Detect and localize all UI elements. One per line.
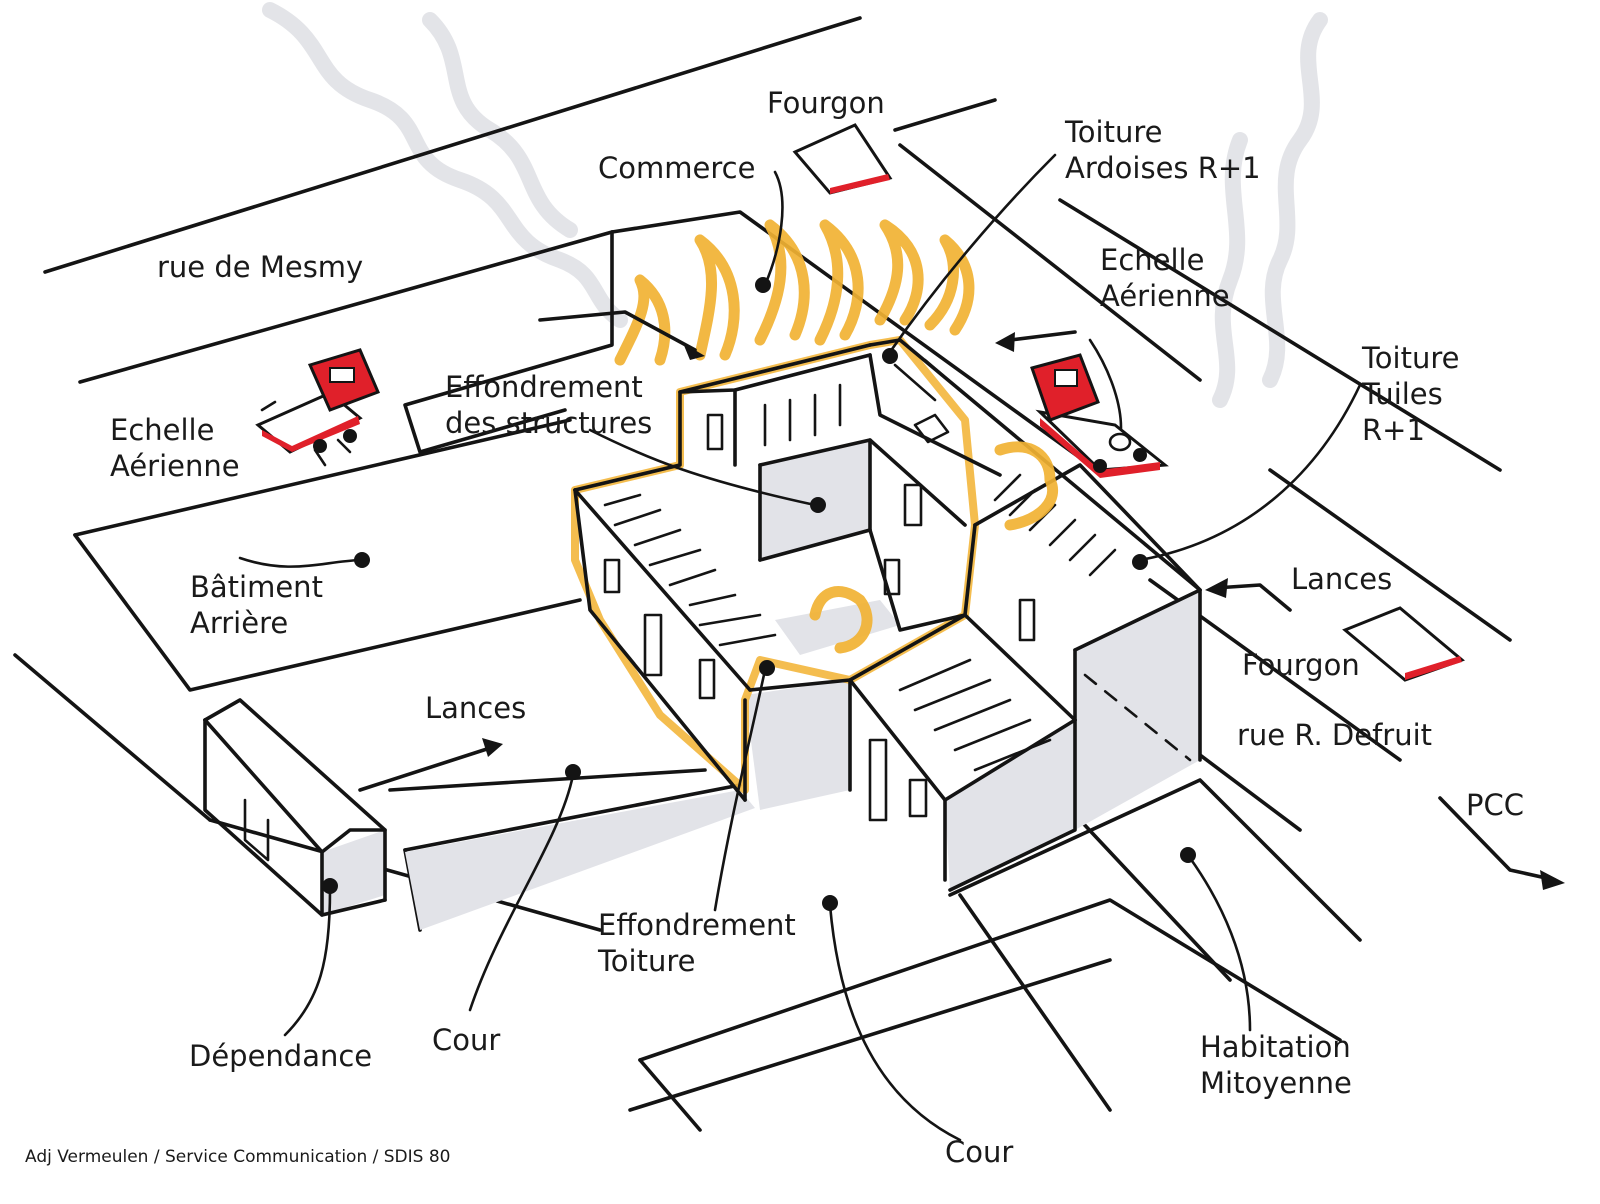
fire-truck-icon <box>255 348 380 467</box>
arrow-icon <box>1213 583 1292 612</box>
arrow-icon <box>538 310 697 352</box>
label-rue-mesmy: rue de Mesmy <box>157 250 363 284</box>
van-icon <box>1342 606 1465 682</box>
label-pcc: PCC <box>1466 788 1524 822</box>
label-echelle-left-1: Echelle <box>110 413 214 447</box>
fourgon-top-van <box>792 123 893 195</box>
dependance-shed <box>203 698 387 917</box>
label-cour-bottom: Cour <box>945 1135 1013 1169</box>
label-lances-right: Lances <box>1291 562 1392 596</box>
label-dependance: Dépendance <box>189 1039 372 1073</box>
label-toiture-tuiles-3: R+1 <box>1362 413 1425 447</box>
van-icon <box>792 123 893 195</box>
label-habitation-1: Habitation <box>1200 1030 1351 1064</box>
label-batiment-arriere-2: Arrière <box>190 606 288 640</box>
arrow-icon <box>1438 796 1557 882</box>
main-building <box>571 336 1202 892</box>
label-lances-left: Lances <box>425 691 526 725</box>
label-toiture-ardoises-1: Toiture <box>1064 115 1162 149</box>
street-outlines <box>13 16 1512 1132</box>
label-effondrement-structures-2: des structures <box>445 406 652 440</box>
label-effondrement-toiture-2: Toiture <box>597 944 695 978</box>
label-toiture-tuiles-2: Tuiles <box>1361 377 1443 411</box>
fire-truck-icon <box>1030 353 1169 478</box>
label-fourgon-right: Fourgon <box>1242 648 1360 682</box>
label-cour-left: Cour <box>432 1023 500 1057</box>
label-echelle-left-2: Aérienne <box>110 449 240 483</box>
echelle-left-truck <box>255 348 380 467</box>
echelle-right-truck <box>1030 353 1169 478</box>
label-batiment-arriere-1: Bâtiment <box>190 570 323 604</box>
label-toiture-ardoises-2: Ardoises R+1 <box>1065 151 1261 185</box>
label-effondrement-toiture-1: Effondrement <box>598 908 796 942</box>
smoke-plumes <box>262 2 1328 408</box>
arrow-icon <box>1008 330 1077 342</box>
label-fourgon-top: Fourgon <box>767 86 885 120</box>
labels: Fourgon Commerce Toiture Ardoises R+1 ru… <box>25 86 1524 1169</box>
credit-line: Adj Vermeulen / Service Communication / … <box>25 1147 450 1167</box>
label-effondrement-structures-1: Effondrement <box>445 370 643 404</box>
label-habitation-2: Mitoyenne <box>1200 1066 1352 1100</box>
label-toiture-tuiles-1: Toiture <box>1361 341 1459 375</box>
leader-lines <box>238 153 1362 1142</box>
label-commerce: Commerce <box>598 151 755 185</box>
label-rue-defruit: rue R. Defruit <box>1237 718 1432 752</box>
label-echelle-right-2: Aérienne <box>1100 279 1230 313</box>
flames-icon <box>614 219 1059 654</box>
arrows <box>358 310 1565 890</box>
roof-hatching <box>603 358 1117 772</box>
label-echelle-right-1: Echelle <box>1100 243 1204 277</box>
windows <box>603 413 1036 822</box>
fourgon-right-van <box>1342 606 1465 682</box>
arrow-icon <box>358 746 492 792</box>
